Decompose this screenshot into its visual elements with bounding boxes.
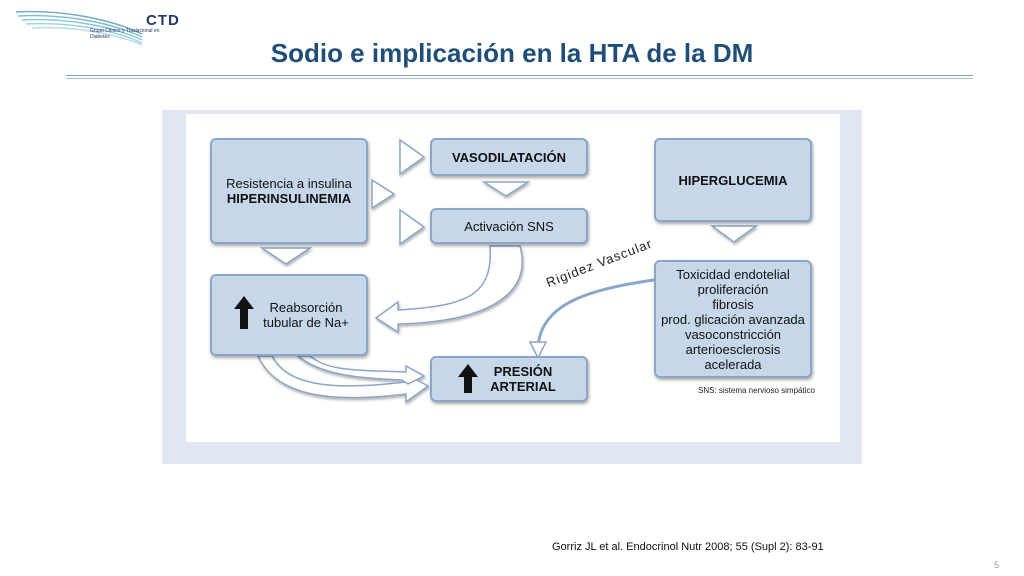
page-number: 5: [994, 560, 1000, 570]
box-vasodilatacion: VASODILATACIÓN: [430, 138, 588, 176]
box-presion-line1: PRESIÓN: [493, 364, 553, 379]
box-reabsorcion-line2: tubular de Na+: [263, 315, 349, 330]
increase-arrow-icon: [458, 364, 478, 377]
box-insulin-line2: HIPERINSULINEMIA: [226, 191, 352, 206]
box-reabsorcion: Reabsorción tubular de Na+: [210, 274, 368, 356]
arrow-insulin-right: [371, 178, 396, 210]
arrow-reabsorcion-to-presion-inner: [295, 355, 426, 385]
box-reabsorcion-line1: Reabsorción: [269, 300, 343, 315]
diagram-footnote: SNS: sistema nervioso simpático: [698, 386, 815, 395]
box-insulin-line1: Resistencia a insulina: [226, 176, 352, 191]
box-presion-line2: ARTERIAL: [490, 379, 556, 394]
logo-text: CTD: [146, 12, 180, 29]
arrow-reabsorcion-to-presion: [256, 355, 430, 404]
box-resistencia-insulina: Resistencia a insulina HIPERINSULINEMIA: [210, 138, 368, 244]
slide-title: Sodio e implicación en la HTA de la DM: [270, 38, 754, 68]
citation: Gorriz JL et al. Endocrinol Nutr 2008; 5…: [552, 541, 824, 553]
arrow-sns-to-reabsorcion: [374, 245, 523, 334]
arrow-bracket-lower: [399, 208, 426, 246]
increase-arrow-stem: [240, 309, 248, 329]
increase-arrow-icon: [234, 296, 254, 309]
ctd-logo: [15, 10, 143, 46]
toxicidad-line: proliferación: [697, 281, 769, 297]
toxicidad-line: arterioesclerosis acelerada: [685, 341, 781, 372]
logo-subtitle: Grupo Clínico y Traslacional en Diabetes: [90, 28, 160, 40]
arrow-bracket-upper: [399, 138, 426, 176]
increase-arrow-stem: [464, 377, 472, 393]
box-sns-label: Activación SNS: [464, 218, 554, 234]
box-toxicidad-endotelial: Toxicidad endotelial proliferación fibro…: [654, 260, 812, 378]
arrow-toxicidad-head: [528, 341, 548, 360]
box-vasodilatacion-label: VASODILATACIÓN: [451, 149, 567, 165]
toxicidad-line: vasoconstricción: [684, 326, 782, 342]
diagram-figure: Resistencia a insulina HIPERINSULINEMIA …: [162, 110, 862, 464]
box-hiperglucemia-label: HIPERGLUCEMIA: [678, 172, 788, 188]
box-presion-arterial: PRESIÓN ARTERIAL: [430, 356, 588, 402]
box-activacion-sns: Activación SNS: [430, 208, 588, 244]
title-divider-secondary: [66, 78, 973, 79]
diagram-connectors: [256, 138, 759, 404]
title-divider: [66, 75, 973, 76]
arrow-hiper-down: [709, 225, 759, 243]
box-hiperglucemia: HIPERGLUCEMIA: [654, 138, 812, 222]
toxicidad-line: fibrosis: [712, 296, 754, 312]
toxicidad-line: prod. glicación avanzada: [661, 311, 805, 327]
arrow-insulin-down: [259, 247, 313, 265]
arrow-vaso-down: [481, 181, 531, 197]
toxicidad-line: Toxicidad endotelial: [676, 266, 790, 282]
arrow-toxicidad-to-presion: [536, 278, 655, 347]
